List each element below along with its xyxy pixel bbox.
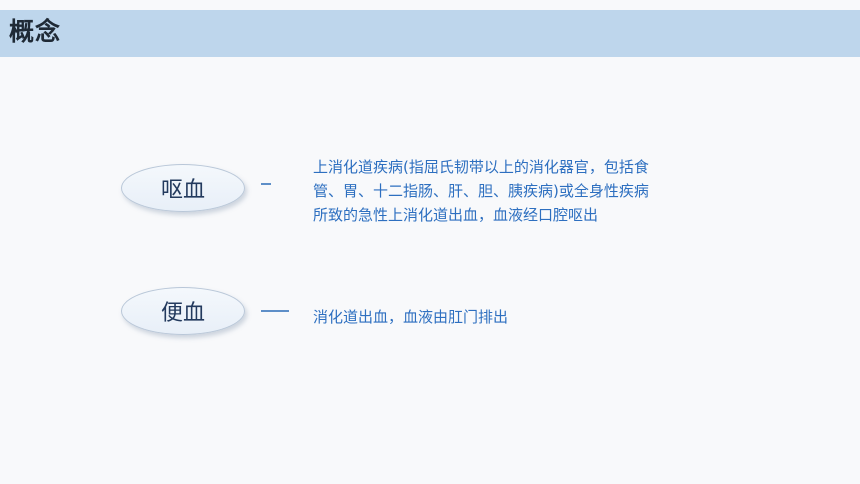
definition-line: 所致的急性上消化道出血，血液经口腔呕出 [313,206,599,224]
definition-line: 管、胃、十二指肠、肝、胆、胰疾病)或全身性疾病 [313,182,649,200]
term-ellipse-hematemesis: 呕血 [121,164,245,212]
term-ellipse-hematochezia: 便血 [121,287,245,335]
connector-line [261,310,289,312]
connector-line [261,183,271,185]
term-label: 便血 [160,301,205,326]
definition-line: 消化道出血，血液由肛门排出 [313,308,509,326]
header-band [0,10,860,57]
definition-hematemesis: 上消化道疾病(指屈氏韧带以上的消化器官，包括食 管、胃、十二指肠、肝、胆、胰疾病… [313,155,649,227]
definition-line: 上消化道疾病(指屈氏韧带以上的消化器官，包括食 [313,158,649,176]
page-title: 概念 [9,17,62,46]
term-label: 呕血 [160,178,205,203]
definition-hematochezia: 消化道出血，血液由肛门排出 [313,305,508,329]
